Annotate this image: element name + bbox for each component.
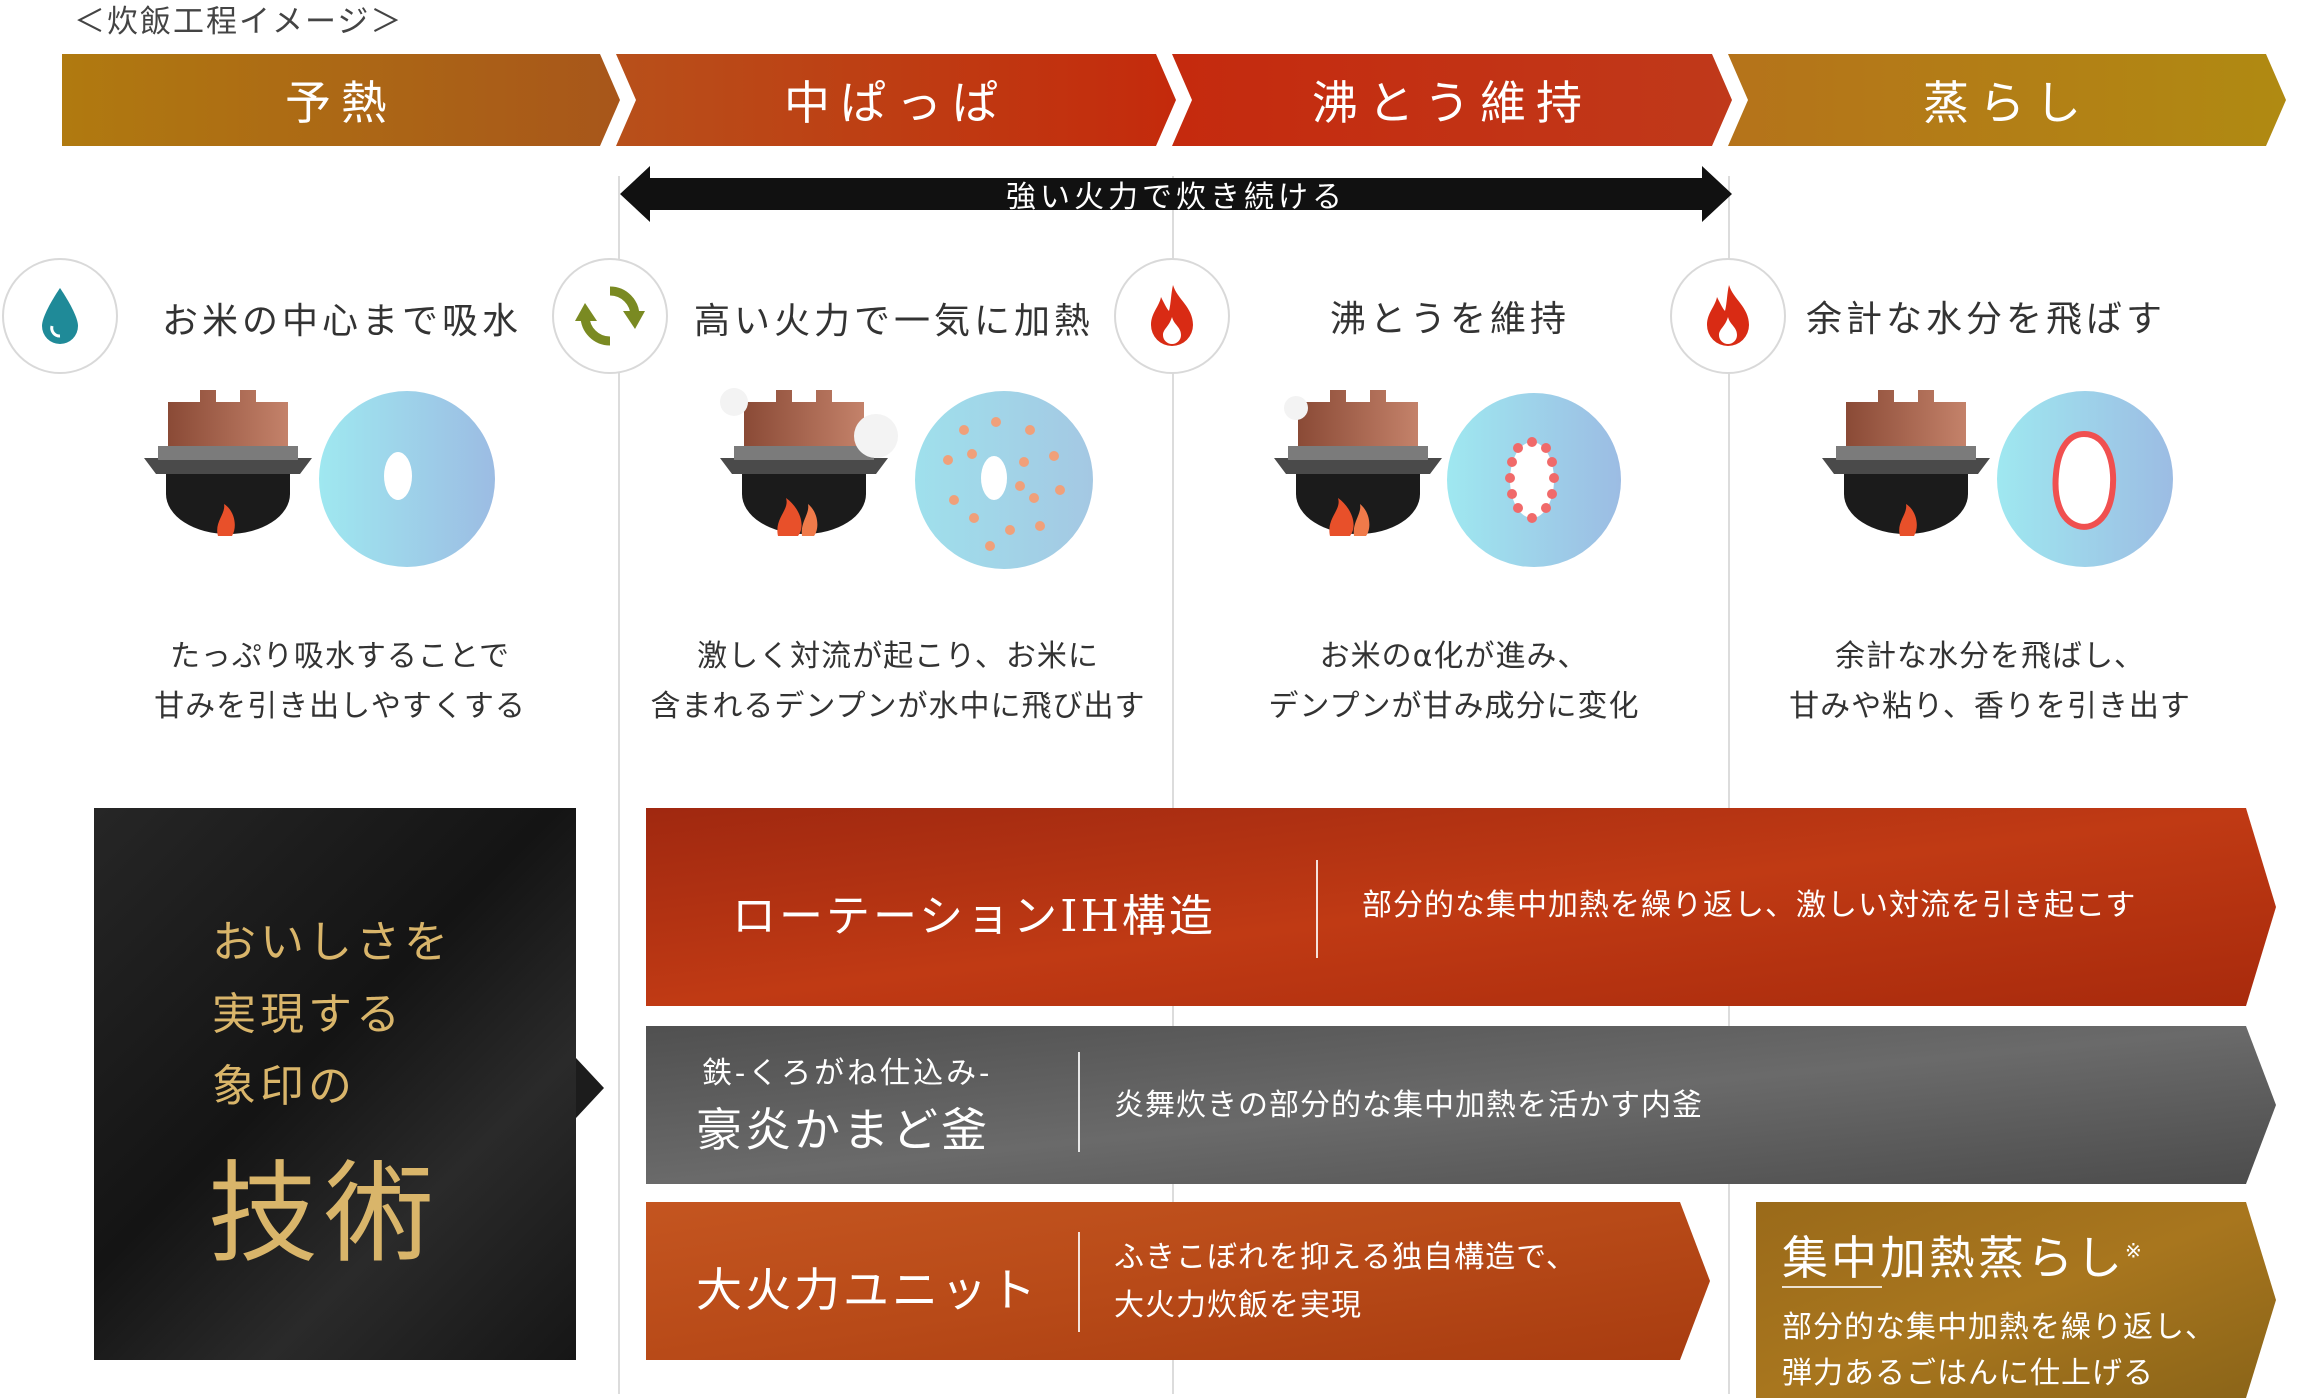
rice-cooker-illustration [1274, 390, 1442, 536]
tech-heading: 技術 [208, 1150, 440, 1278]
step-title: 高い火力で一気に加熱 [694, 301, 1095, 342]
band-shape [646, 808, 2276, 1006]
strong-fire-label: 強い火力で炊き続ける [1006, 180, 1346, 215]
tech-line: おいしさを [212, 917, 452, 968]
band-shape [1756, 1202, 2276, 1398]
footnote-mark: ※ [2125, 1238, 2145, 1263]
strong-fire-arrow: 強い火力で炊き続ける [620, 166, 1732, 222]
phase-label: 蒸らし [1923, 76, 2091, 130]
desc-line: たっぷり吸水することで [169, 639, 511, 674]
desc-line: 含まれるデンプンが水中に飛び出す [650, 689, 1146, 724]
band-title: 大火力ユニット [696, 1263, 1039, 1317]
band-shape [646, 1202, 1710, 1360]
desc-line: お米のα化が進み、 [1319, 639, 1589, 674]
title-underline [1782, 1286, 1882, 1288]
desc-line: 甘みを引き出しやすくする [154, 689, 526, 724]
desc-line: 激しく対流が起こり、お米に [697, 639, 1099, 674]
tech-line: 実現する [212, 989, 404, 1040]
phase-label: 沸とう維持 [1312, 76, 1592, 130]
phase-arrow-shape [62, 54, 620, 146]
rice-cooker-illustration [144, 390, 312, 536]
divider-line [1728, 176, 1730, 1394]
step-description: たっぷり吸水することで 甘みを引き出しやすくする [120, 632, 560, 732]
desc-line: デンプンが甘み成分に変化 [1268, 689, 1640, 724]
band-title: ローテーションIH構造 [732, 891, 1216, 942]
step-title: 沸とうを維持 [1330, 299, 1571, 340]
technology-panel: おいしさを 実現する 象印の 技術 [94, 808, 576, 1360]
flame-icon [1670, 258, 1786, 374]
band-title: 豪炎かまど釜 [696, 1103, 990, 1157]
divider-line [618, 176, 620, 1394]
band-description: 大火力炊飯を実現 [1114, 1288, 1362, 1323]
band-subtitle: 鉄-くろがね仕込み- [702, 1056, 993, 1091]
tech-pointer [576, 1058, 604, 1118]
rotation-ih-band: ローテーションIH構造 部分的な集中加熱を繰り返し、激しい対流を引き起こす [646, 808, 2276, 1006]
rice-grain-circle [319, 391, 495, 567]
big-fire-unit-band: 大火力ユニット ふきこぼれを抑える独自構造で、 大火力炊飯を実現 [646, 1202, 1710, 1360]
rice-grain-circle [1997, 391, 2173, 567]
divider-line [1172, 176, 1174, 1394]
phase-arrow-shape [1728, 54, 2286, 146]
phase-preheat: 予熱 [62, 54, 620, 146]
kamado-pot-band: 鉄-くろがね仕込み- 豪炎かまど釜 炎舞炊きの部分的な集中加熱を活かす内釜 [646, 1026, 2276, 1184]
band-divider [1078, 1232, 1080, 1332]
step-title: お米の中心まで吸水 [162, 301, 523, 342]
rotation-arrows-icon [552, 258, 668, 374]
water-drop-icon [2, 258, 118, 374]
rice-grain-circle [915, 391, 1093, 569]
tech-line: 象印の [212, 1061, 356, 1112]
desc-line: 甘みや粘り、香りを引き出す [1789, 689, 2191, 724]
rice-cooker-illustration [720, 388, 898, 536]
phase-naka-pappa: 中ぱっぱ [616, 54, 1176, 146]
step-description: 激しく対流が起こり、お米に 含まれるデンプンが水中に飛び出す [628, 632, 1168, 732]
band-shape [646, 1026, 2276, 1184]
step-description: お米のα化が進み、 デンプンが甘み成分に変化 [1184, 632, 1724, 732]
band-description: 弾力あるごはんに仕上げる [1782, 1356, 2154, 1391]
band-divider [1316, 860, 1318, 958]
process-caption: ＜炊飯工程イメージ＞ [74, 4, 404, 40]
steaming-band: 集中加熱蒸らし※ 部分的な集中加熱を繰り返し、 弾力あるごはんに仕上げる [1756, 1202, 2276, 1398]
band-title-text: 集中加熱蒸らし [1782, 1231, 2125, 1285]
double-arrow-shape [620, 166, 1732, 222]
band-divider [1078, 1052, 1080, 1152]
phase-boiling: 沸とう維持 [1172, 54, 1732, 146]
phase-steaming: 蒸らし [1728, 54, 2286, 146]
step-title: 余計な水分を飛ばす [1806, 299, 2167, 340]
phase-label: 予熱 [285, 76, 397, 130]
band-title: 集中加熱蒸らし※ [1782, 1222, 2145, 1288]
step-description: 余計な水分を飛ばし、 甘みや粘り、香りを引き出す [1740, 632, 2240, 732]
phase-arrow-shape [1172, 54, 1732, 146]
flame-icon [1114, 258, 1230, 374]
phase-label: 中ぱっぱ [784, 76, 1008, 130]
band-description: 炎舞炊きの部分的な集中加熱を活かす内釜 [1114, 1088, 1703, 1123]
desc-line: 余計な水分を飛ばし、 [1835, 639, 2145, 674]
band-description: 部分的な集中加熱を繰り返し、 [1782, 1310, 2216, 1345]
band-description: ふきこぼれを抑える独自構造で、 [1114, 1240, 1577, 1275]
band-description: 部分的な集中加熱を繰り返し、激しい対流を引き起こす [1362, 888, 2137, 923]
phase-arrow-shape [616, 54, 1176, 146]
rice-grain-circle [1447, 393, 1621, 567]
rice-cooker-illustration [1822, 390, 1990, 536]
